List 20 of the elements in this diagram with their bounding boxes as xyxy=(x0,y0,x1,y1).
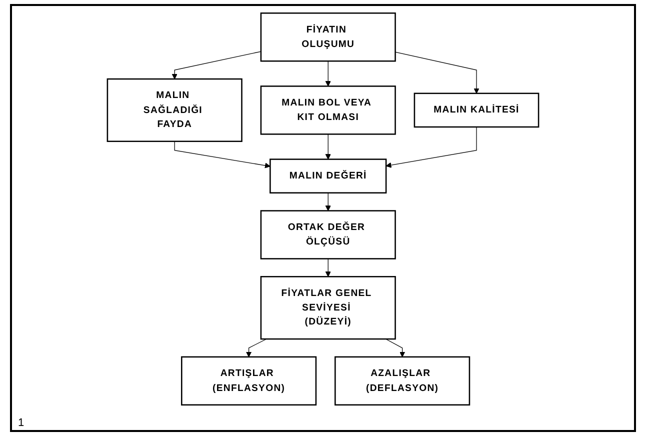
node-box: FİYATIN OLUŞUMU xyxy=(260,12,396,62)
arrow xyxy=(386,126,477,168)
arrow xyxy=(394,52,480,94)
node-box: AZALIŞLAR (DEFLASYON) xyxy=(334,356,470,406)
page-number: 1 xyxy=(18,417,24,429)
node-box: MALIN BOL VEYA KIT OLMASI xyxy=(260,86,396,135)
arrow xyxy=(325,258,331,277)
arrow xyxy=(246,338,267,358)
node-box: MALIN DEĞERİ xyxy=(270,158,387,194)
node-box: ORTAK DEĞER ÖLÇÜSÜ xyxy=(260,210,396,260)
arrow xyxy=(385,338,406,358)
node-box: FİYATLAR GENEL SEVİYESİ (DÜZEYİ) xyxy=(260,276,396,340)
node-box: MALIN KALİTESİ xyxy=(414,92,540,128)
arrow xyxy=(174,141,270,168)
node-box: MALIN SAĞLADIĞI FAYDA xyxy=(106,78,242,142)
arrow xyxy=(172,51,262,80)
node-box: ARTIŞLAR (ENFLASYON) xyxy=(181,356,317,406)
arrow xyxy=(325,134,331,160)
arrow xyxy=(325,192,331,212)
arrow xyxy=(325,60,331,86)
